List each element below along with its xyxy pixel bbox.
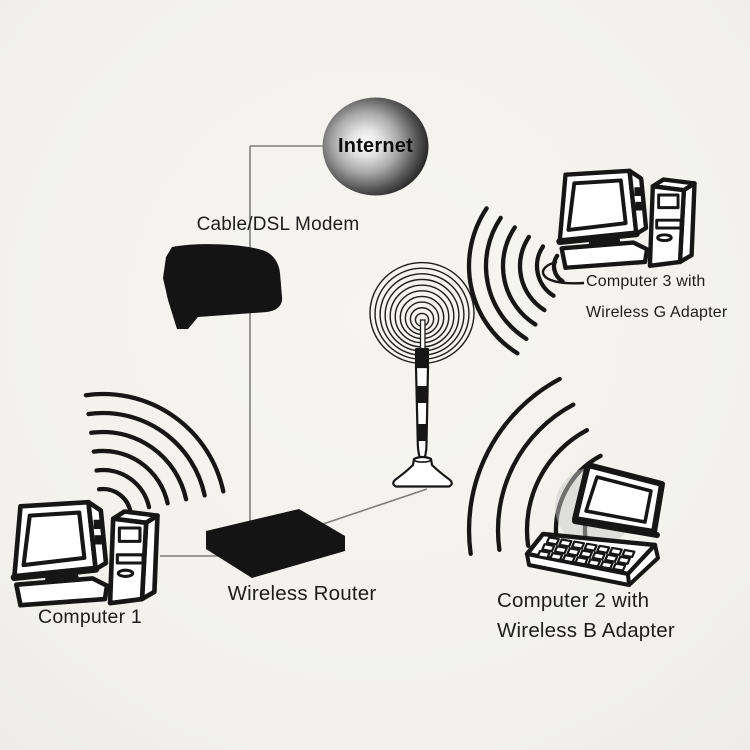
- antenna-mast: [414, 365, 430, 466]
- wifi-arc: [89, 429, 189, 502]
- connection-lines: [160, 145, 428, 557]
- wifi-arc: [517, 234, 547, 313]
- wifi-arc: [500, 225, 538, 327]
- cable-dsl-modem-shape: [163, 244, 283, 329]
- desktop-computer-icon: [560, 171, 695, 268]
- wifi-arc: [83, 391, 226, 494]
- wifi-arc: [96, 486, 133, 514]
- wifi-arc: [483, 215, 529, 342]
- wifi-arc: [495, 402, 576, 552]
- laptop-keyboard-keys: [536, 536, 636, 572]
- wifi-arc: [86, 410, 207, 498]
- wire-router-antenna: [322, 488, 428, 525]
- wifi-signal-arcs: [83, 206, 617, 556]
- wifi-arc: [466, 206, 520, 356]
- antenna-mast-band: [417, 424, 427, 441]
- wifi-arc: [91, 448, 170, 506]
- wifi-arc: [466, 376, 562, 556]
- wifi-arc: [534, 244, 556, 298]
- antenna-mast-band: [416, 386, 428, 403]
- laptop-computer-icon: [524, 462, 665, 587]
- wifi-arc: [94, 467, 152, 510]
- antenna: [369, 261, 475, 488]
- internet-globe: [322, 97, 429, 196]
- antenna-base-cap: [413, 456, 432, 463]
- desktop-computer-icon: [14, 502, 157, 605]
- antenna-connector: [415, 348, 429, 367]
- antenna-stem: [419, 319, 426, 351]
- computer3-label-pointer: [541, 260, 585, 285]
- wifi-arc: [524, 428, 590, 548]
- wireless-router-shape: [206, 509, 345, 578]
- wifi-arc: [551, 253, 565, 284]
